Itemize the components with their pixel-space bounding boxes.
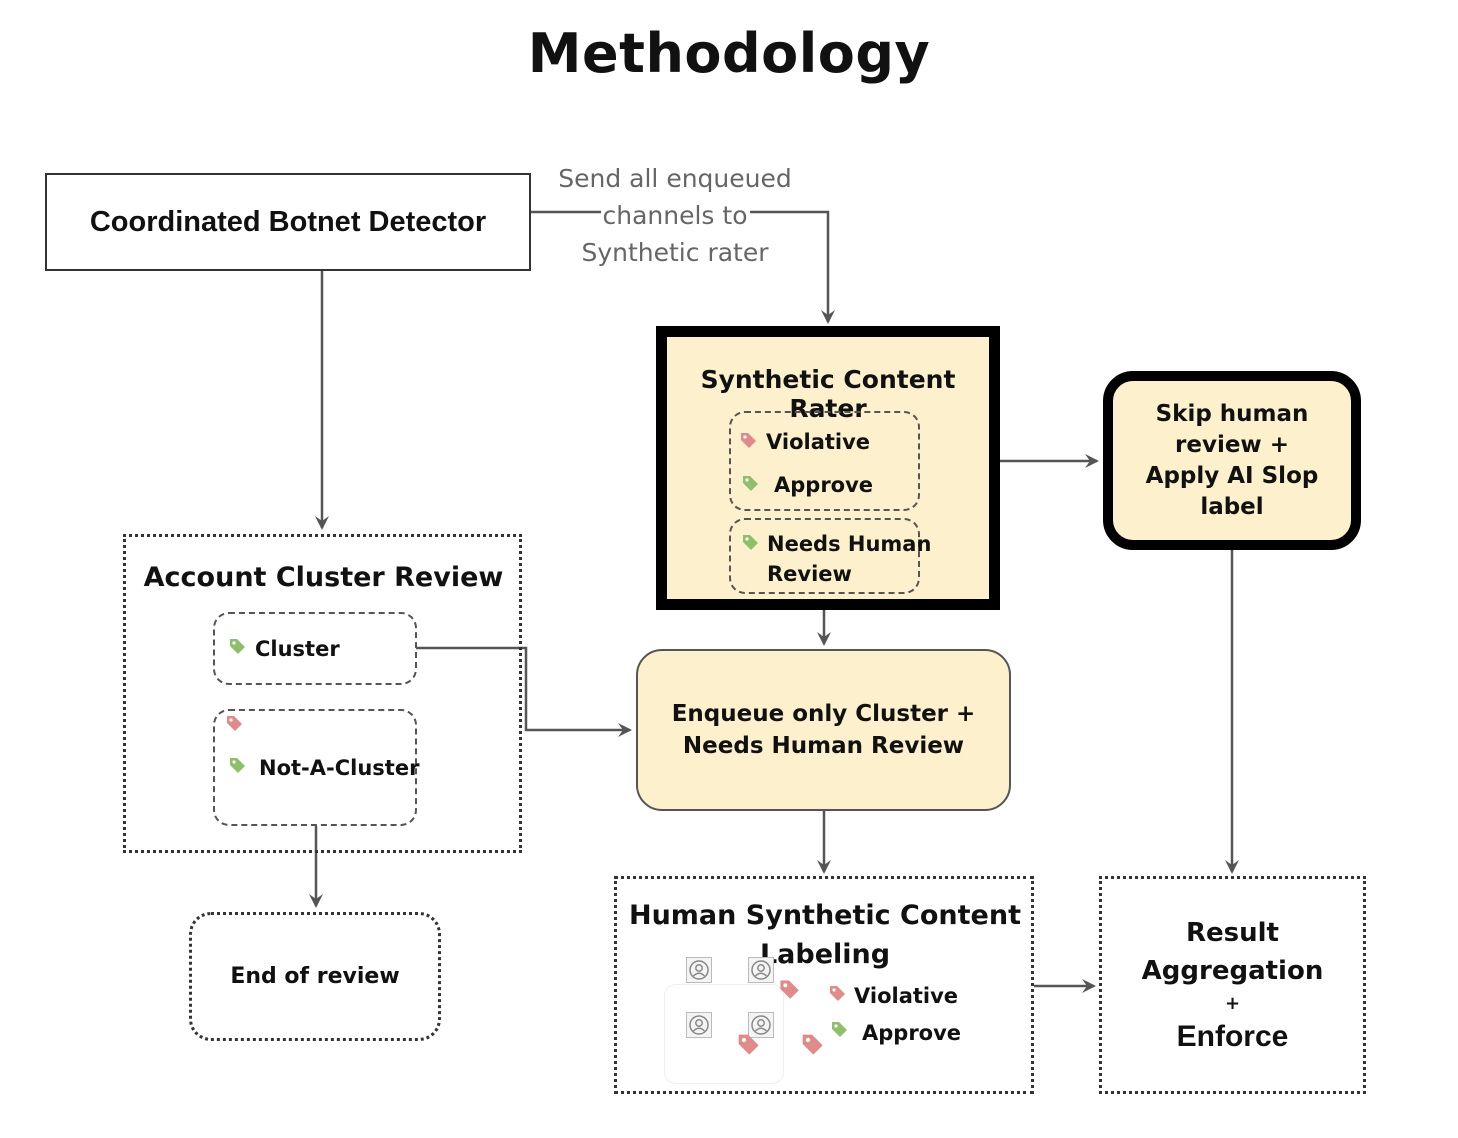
edge-label-line3: Synthetic rater [579,238,771,267]
rater-approve-label: Approve [774,473,874,497]
person-icon [686,957,712,983]
person-icon [748,1012,774,1038]
enqueue-node: Enqueue only Cluster + Needs Human Revie… [636,649,1011,811]
red-tag-icon [741,433,756,448]
human-labeling-node [614,876,1034,1094]
not-a-cluster-group [213,709,417,826]
end-of-review-node: End of review [189,912,441,1041]
result-line1: Result [1186,918,1279,948]
red-tag-icon [738,1034,759,1055]
green-tag-icon [230,758,245,773]
skip-line1: Skip human [1155,400,1309,427]
skip-line2: review + [1175,431,1289,458]
result-line4: Enforce [1176,1020,1289,1053]
edge-label: Send all enqueued channels to Synthetic … [545,160,805,271]
red-tag-icon [780,980,799,999]
green-tag-icon [743,535,758,550]
cluster-group [213,612,417,685]
green-tag-icon [230,639,245,654]
result-line2: Aggregation [1141,956,1324,986]
rater-verdict-group [729,411,920,511]
human-approve-label: Approve [862,1021,962,1045]
botnet-detector-node: Coordinated Botnet Detector [45,173,531,271]
enqueue-line2: Needs Human Review [682,733,965,759]
skip-line3: Apply AI Slop [1145,462,1319,489]
cluster-review-title: Account Cluster Review [143,562,504,593]
edge-label-line1: Send all enqueued [556,164,794,193]
account-cluster-review-node [123,534,522,853]
synthetic-content-rater-node: Synthetic Content Rater [656,326,1000,610]
red-tag-icon [227,716,242,731]
rater-title: Synthetic Content Rater [700,365,956,423]
result-line3: + [1224,993,1241,1014]
edge-label-line2: channels to [600,201,750,230]
not-a-cluster-label: Not-A-Cluster [259,756,420,780]
arrow-cluster-to-enqueue [416,646,632,737]
red-tag-icon [802,1034,823,1055]
human-title-line1: Human Synthetic Content [628,900,1021,931]
person-icon [686,1012,712,1038]
result-aggregation-node: Result Aggregation + Enforce [1099,876,1366,1094]
human-violative-label: Violative [854,984,959,1008]
human-labeling-title: Human Synthetic Content Labeling [616,896,1034,974]
page-title: Methodology [527,22,931,85]
detector-label: Coordinated Botnet Detector [89,205,487,238]
cluster-label: Cluster [255,637,340,661]
green-tag-icon [832,1022,847,1037]
rater-needs-review-line1: Needs Human [767,532,932,556]
rater-violative-label: Violative [766,430,871,454]
human-title-line2: Labeling [759,939,891,970]
enqueue-line1: Enqueue only Cluster + [671,701,976,727]
rater-needs-review-line2: Review [767,562,852,586]
green-tag-icon [743,476,758,491]
skip-human-review-node: Skip human review + Apply AI Slop label [1103,371,1361,550]
red-tag-icon [830,986,845,1001]
end-label: End of review [230,964,400,989]
rater-needs-review-group [729,518,920,594]
skip-line4: label [1200,493,1264,520]
person-icon [748,957,774,983]
